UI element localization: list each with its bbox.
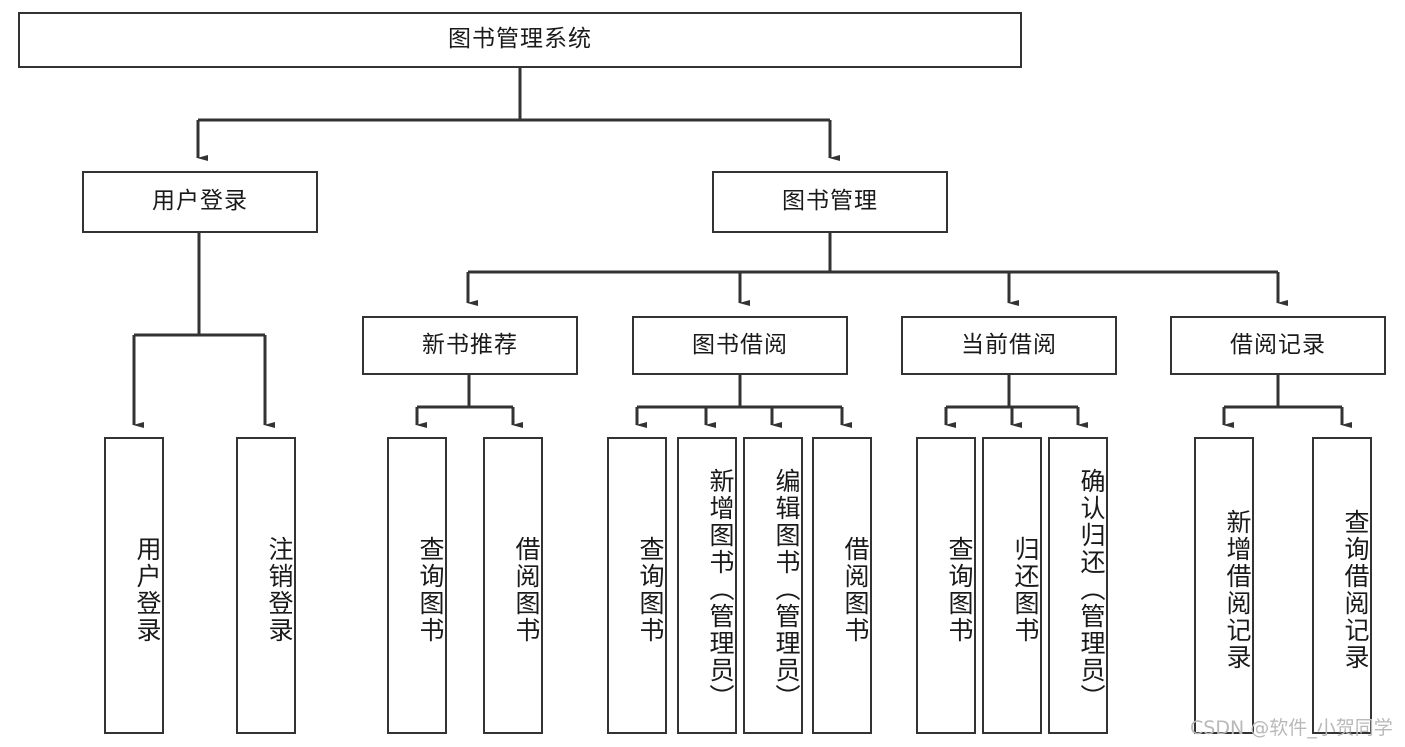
node-current-borrow[interactable]: 当前借阅: [901, 316, 1117, 375]
node-label: 查询图书: [945, 535, 974, 644]
node-label: 新书推荐: [422, 331, 518, 358]
leaf-book-borrow-edit-book-admin[interactable]: 编辑图书（管理员）: [743, 437, 803, 734]
leaf-current-borrow-confirm-return-admin[interactable]: 确认归还（管理员）: [1048, 437, 1108, 734]
node-label: 查询借阅记录: [1341, 508, 1370, 671]
leaf-borrow-record-add-record[interactable]: 新增借阅记录: [1194, 437, 1254, 734]
leaf-current-borrow-query-book[interactable]: 查询图书: [916, 437, 976, 734]
node-label: 当前借阅: [961, 331, 1057, 358]
node-label: 图书管理: [782, 188, 878, 215]
node-label: 图书管理系统: [448, 26, 592, 53]
node-label: 用户登录: [152, 188, 248, 215]
node-label: 借阅图书: [512, 535, 541, 644]
node-label: 归还图书: [1011, 535, 1040, 644]
leaf-book-borrow-borrow-book[interactable]: 借阅图书: [812, 437, 872, 734]
node-label: 用户登录: [133, 535, 162, 644]
node-book-management[interactable]: 图书管理: [712, 171, 948, 233]
node-label: 确认归还（管理员）: [1077, 468, 1106, 711]
node-new-book-recommend[interactable]: 新书推荐: [362, 316, 578, 375]
node-label: 注销登录: [265, 535, 294, 644]
node-label: 新增借阅记录: [1223, 508, 1252, 671]
leaf-current-borrow-return-book[interactable]: 归还图书: [982, 437, 1042, 734]
node-borrow-record[interactable]: 借阅记录: [1170, 316, 1386, 375]
leaf-user-login-login[interactable]: 用户登录: [104, 437, 164, 734]
leaf-book-borrow-query-book[interactable]: 查询图书: [607, 437, 667, 734]
node-label: 新增图书（管理员）: [706, 468, 735, 711]
node-user-login[interactable]: 用户登录: [82, 171, 318, 233]
node-book-borrow[interactable]: 图书借阅: [632, 316, 848, 375]
node-label: 图书借阅: [692, 331, 788, 358]
leaf-new-book-borrow-book[interactable]: 借阅图书: [483, 437, 543, 734]
node-label: 借阅记录: [1230, 331, 1326, 358]
node-root-book-management-system[interactable]: 图书管理系统: [18, 12, 1022, 68]
leaf-new-book-query-book[interactable]: 查询图书: [387, 437, 447, 734]
node-label: 借阅图书: [841, 535, 870, 644]
leaf-book-borrow-add-book-admin[interactable]: 新增图书（管理员）: [677, 437, 737, 734]
leaf-user-login-logout[interactable]: 注销登录: [236, 437, 296, 734]
leaf-borrow-record-query-record[interactable]: 查询借阅记录: [1312, 437, 1372, 734]
node-label: 查询图书: [416, 535, 445, 644]
csdn-watermark: CSDN @软件_小贺同学: [1190, 717, 1393, 739]
node-label: 编辑图书（管理员）: [772, 468, 801, 711]
node-label: 查询图书: [636, 535, 665, 644]
